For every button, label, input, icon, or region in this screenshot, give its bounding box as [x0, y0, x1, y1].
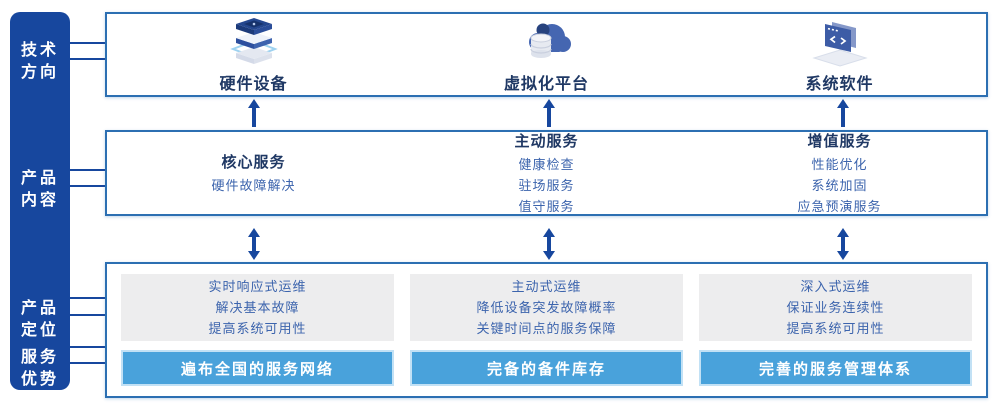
connector-line — [68, 362, 106, 364]
connector-line — [68, 169, 106, 171]
sidebar-label-product-position: 产品 定位 — [20, 300, 59, 339]
position-line: 解决基本故障 — [215, 300, 300, 315]
connector-line — [68, 185, 106, 187]
content-item: 系统加固 — [811, 177, 868, 193]
tech-direction-panel: 硬件设备 虚拟化平台 — [105, 12, 988, 97]
content-item: 健康检查 — [518, 156, 575, 172]
position-column-proactive: 主动式运维 降低设备突发故障概率 关键时间点的服务保障 完备的备件库存 — [410, 274, 683, 386]
position-line: 关键时间点的服务保障 — [476, 321, 617, 336]
position-description-box: 实时响应式运维 解决基本故障 提高系统可用性 — [121, 274, 394, 341]
content-column-value-added: 增值服务 性能优化 系统加固 应急预演服务 — [693, 132, 986, 214]
position-line: 实时响应式运维 — [208, 279, 307, 294]
double-arrow — [248, 228, 260, 260]
advantage-bar-management: 完善的服务管理体系 — [699, 350, 972, 386]
double-arrow — [837, 228, 849, 260]
content-item: 性能优化 — [811, 156, 868, 172]
position-description-box: 深入式运维 保证业务连续性 提高系统可用性 — [699, 274, 972, 341]
position-line: 提高系统可用性 — [208, 321, 307, 336]
up-arrow — [248, 99, 260, 127]
position-column-deep: 深入式运维 保证业务连续性 提高系统可用性 完善的服务管理体系 — [699, 274, 972, 386]
content-item: 值守服务 — [518, 198, 575, 214]
position-line: 提高系统可用性 — [786, 321, 885, 336]
connector-line — [68, 58, 106, 60]
content-title-proactive: 主动服务 — [514, 132, 579, 150]
category-sidebar: 技术 方向 产品 内容 产品 定位 服务 优势 — [10, 12, 70, 390]
position-line: 降低设备突发故障概率 — [476, 300, 617, 315]
tech-label-software: 系统软件 — [805, 75, 874, 93]
connector-line — [68, 314, 106, 316]
content-title-core: 核心服务 — [221, 153, 286, 171]
content-item: 硬件故障解决 — [211, 177, 296, 193]
sidebar-label-product-content: 产品 内容 — [20, 170, 59, 209]
connector-line — [68, 297, 106, 299]
tech-label-virtualization: 虚拟化平台 — [503, 75, 589, 93]
connector-line — [68, 346, 106, 348]
software-window-icon — [811, 21, 868, 67]
sidebar-label-service-advantage: 服务 优势 — [20, 349, 59, 388]
content-column-core: 核心服务 硬件故障解决 — [107, 132, 400, 214]
sidebar-label-tech-direction: 技术 方向 — [20, 42, 59, 81]
double-arrow — [543, 228, 555, 260]
tech-column-virtualization: 虚拟化平台 — [400, 14, 693, 95]
content-item: 应急预演服务 — [797, 198, 882, 214]
content-item: 驻场服务 — [518, 177, 575, 193]
content-column-proactive: 主动服务 健康检查 驻场服务 值守服务 — [400, 132, 693, 214]
content-title-value-added: 增值服务 — [807, 132, 872, 150]
tech-column-hardware: 硬件设备 — [107, 14, 400, 95]
connector-line — [68, 42, 106, 44]
position-column-realtime: 实时响应式运维 解决基本故障 提高系统可用性 遍布全国的服务网络 — [121, 274, 394, 386]
position-description-box: 主动式运维 降低设备突发故障概率 关键时间点的服务保障 — [410, 274, 683, 341]
up-arrow — [543, 99, 555, 127]
product-position-panel: 实时响应式运维 解决基本故障 提高系统可用性 遍布全国的服务网络 主动式运维 降… — [105, 262, 988, 398]
advantage-bar-network: 遍布全国的服务网络 — [121, 350, 394, 386]
hardware-stack-icon — [229, 17, 278, 64]
cloud-platform-icon — [528, 23, 571, 58]
position-line: 深入式运维 — [800, 279, 871, 294]
product-content-panel: 核心服务 硬件故障解决 主动服务 健康检查 驻场服务 值守服务 增值服务 性能优… — [105, 130, 988, 216]
up-arrow — [837, 99, 849, 127]
position-line: 保证业务连续性 — [786, 300, 885, 315]
position-line: 主动式运维 — [511, 279, 582, 294]
tech-column-software: 系统软件 — [693, 14, 986, 95]
advantage-bar-spare-parts: 完备的备件库存 — [410, 350, 683, 386]
tech-label-hardware: 硬件设备 — [219, 75, 288, 93]
